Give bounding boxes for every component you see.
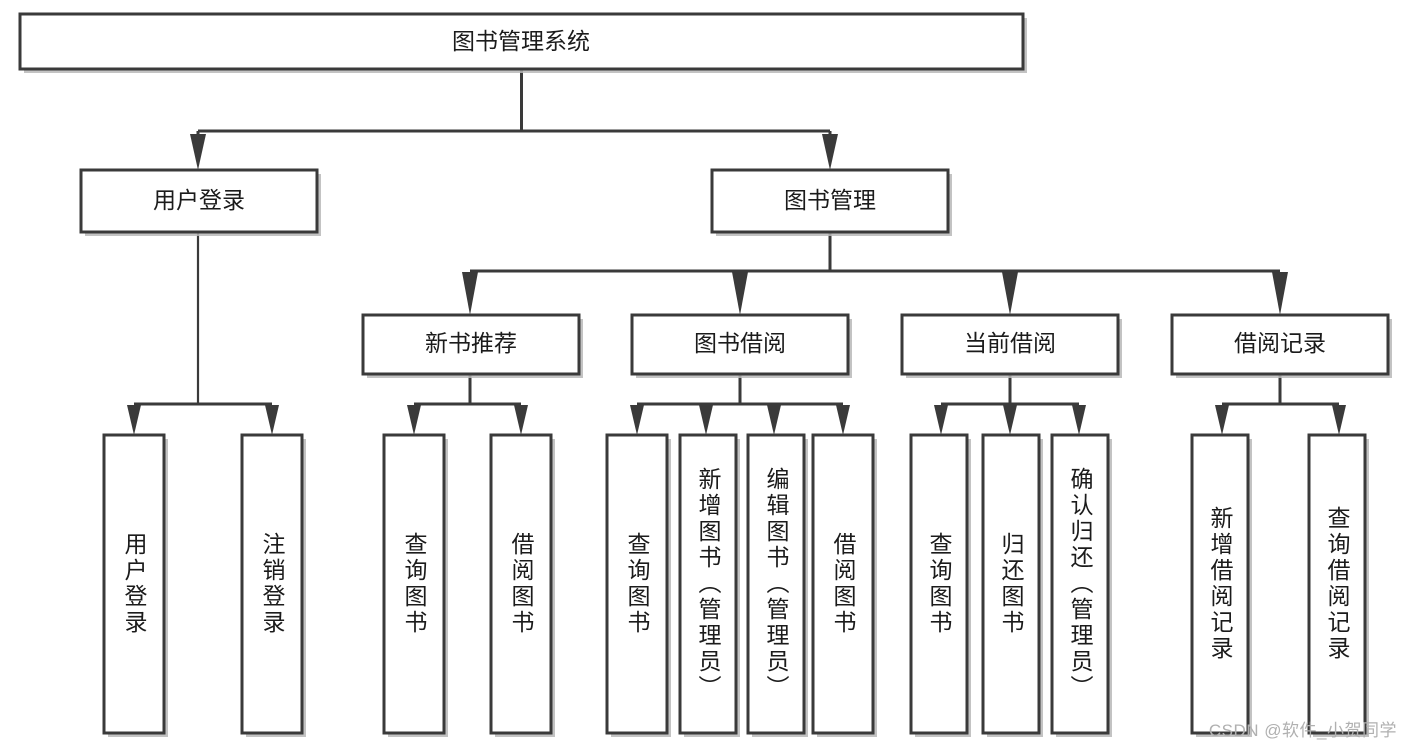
- leaf-label: 借阅图书: [830, 532, 857, 636]
- arrow-userlogin-leaf-2: [265, 405, 279, 435]
- user-login-box: [79, 168, 319, 234]
- borrow-record-label: 借阅记录: [1234, 330, 1326, 356]
- leaf-borrow-record-1[interactable]: 新增借阅记录: [1190, 433, 1252, 737]
- leaf-label: 借阅图书: [508, 532, 535, 636]
- book-borrow-box: [630, 313, 850, 376]
- leaf-current-borrow-1[interactable]: 查询图书: [909, 433, 971, 737]
- arrow-userlogin-leaf-1: [127, 405, 141, 435]
- new-book-recommend-label: 新书推荐: [425, 330, 517, 356]
- leaf-box: [102, 433, 166, 735]
- leaf-box: [811, 433, 875, 735]
- arrow-bookborrow-leaf-3: [767, 405, 781, 435]
- arrow-bookborrow-leaf-2: [699, 405, 713, 435]
- leaf-borrow-record-2[interactable]: 查询借阅记录: [1307, 433, 1369, 737]
- arrow-to-user-login: [190, 134, 206, 170]
- node-book-borrow[interactable]: 图书借阅: [630, 313, 852, 378]
- leaf-label: 注销登录: [259, 532, 286, 636]
- leaf-label: 用户登录: [121, 532, 148, 636]
- new-book-recommend-box: [361, 313, 581, 376]
- leaf-box: [981, 433, 1041, 735]
- leaf-label-wrap: 查询图书: [624, 532, 651, 636]
- borrow-record-box: [1170, 313, 1390, 376]
- leaf-label: 查询图书: [926, 532, 953, 636]
- leaf-label-wrap: 查询图书: [401, 532, 428, 636]
- leaf-label: 查询图书: [624, 532, 651, 636]
- leaf-label: 查询图书: [401, 532, 428, 636]
- leaf-label-wrap: 查询借阅记录: [1324, 506, 1351, 662]
- leaf-box: [1190, 433, 1250, 735]
- arrow-bookborrow-leaf-4: [836, 405, 850, 435]
- leaf-box: [746, 433, 806, 735]
- leaf-label-wrap: 确认归还（管理员）: [1067, 467, 1094, 701]
- leaf-label-wrap: 用户登录: [121, 532, 148, 636]
- arrow-newbook-leaf-1: [407, 405, 421, 435]
- leaf-label-wrap: 注销登录: [259, 532, 286, 636]
- leaf-label-wrap: 查询图书: [926, 532, 953, 636]
- node-borrow-record[interactable]: 借阅记录: [1170, 313, 1392, 378]
- arrow-borrowrecord-leaf-2: [1332, 405, 1346, 435]
- leaf-label-wrap: 编辑图书（管理员）: [763, 467, 790, 701]
- arrow-newbook-leaf-2: [514, 405, 528, 435]
- leaf-label: 新增图书（管理员）: [695, 467, 722, 701]
- leaf-label: 查询借阅记录: [1324, 506, 1351, 662]
- book-borrow-label: 图书借阅: [694, 330, 786, 356]
- leaf-box: [240, 433, 304, 735]
- arrow-currentborrow-leaf-2: [1003, 405, 1017, 435]
- arrow-borrowrecord-leaf-1: [1215, 405, 1229, 435]
- arrow-to-current-borrow: [1002, 272, 1018, 315]
- current-borrow-box: [900, 313, 1120, 376]
- arrow-to-book-borrow: [732, 272, 748, 315]
- leaf-box: [1307, 433, 1367, 735]
- leaf-book-borrow-3[interactable]: 编辑图书（管理员）: [746, 433, 808, 737]
- book-management-box: [710, 168, 950, 234]
- connector-layer: [127, 69, 1346, 435]
- leaf-new-book-2[interactable]: 借阅图书: [489, 433, 555, 737]
- leaf-label-wrap: 借阅图书: [508, 532, 535, 636]
- leaf-box: [678, 433, 738, 735]
- arrow-to-book-mgmt: [822, 134, 838, 170]
- leaf-user-login-1[interactable]: 用户登录: [102, 433, 168, 737]
- leaf-box: [382, 433, 446, 735]
- leaf-current-borrow-2[interactable]: 归还图书: [981, 433, 1043, 737]
- arrow-bookborrow-leaf-1: [630, 405, 644, 435]
- root-label: 图书管理系统: [452, 28, 590, 54]
- leaf-label: 编辑图书（管理员）: [763, 467, 790, 701]
- leaf-user-login-2[interactable]: 注销登录: [240, 433, 306, 737]
- leaf-label-wrap: 新增图书（管理员）: [695, 467, 722, 701]
- book-management-label: 图书管理: [784, 187, 876, 213]
- leaf-book-borrow-1[interactable]: 查询图书: [605, 433, 671, 737]
- leaf-current-borrow-3[interactable]: 确认归还（管理员）: [1050, 433, 1112, 737]
- leaf-label-wrap: 归还图书: [998, 532, 1025, 636]
- leaf-book-borrow-4[interactable]: 借阅图书: [811, 433, 877, 737]
- leaf-label: 新增借阅记录: [1207, 506, 1234, 662]
- leaf-label-wrap: 新增借阅记录: [1207, 506, 1234, 662]
- leaf-box: [1050, 433, 1110, 735]
- user-login-label: 用户登录: [153, 187, 245, 213]
- arrow-currentborrow-leaf-1: [934, 405, 948, 435]
- arrow-currentborrow-leaf-3: [1072, 405, 1086, 435]
- root-box: [18, 12, 1025, 71]
- node-current-borrow[interactable]: 当前借阅: [900, 313, 1122, 378]
- node-new-book-recommend[interactable]: 新书推荐: [361, 313, 583, 378]
- arrow-to-borrow-record: [1272, 272, 1288, 315]
- leaf-label: 确认归还（管理员）: [1067, 467, 1094, 701]
- leaf-box: [909, 433, 969, 735]
- leaf-box: [489, 433, 553, 735]
- node-book-management[interactable]: 图书管理: [710, 168, 952, 236]
- leaf-label: 归还图书: [998, 532, 1025, 636]
- leaf-book-borrow-2[interactable]: 新增图书（管理员）: [678, 433, 740, 737]
- arrow-to-new-book: [462, 272, 478, 315]
- node-root[interactable]: 图书管理系统: [18, 12, 1027, 73]
- node-user-login[interactable]: 用户登录: [79, 168, 321, 236]
- current-borrow-label: 当前借阅: [964, 330, 1056, 356]
- leaf-new-book-1[interactable]: 查询图书: [382, 433, 448, 737]
- leaf-label-wrap: 借阅图书: [830, 532, 857, 636]
- leaf-box: [605, 433, 669, 735]
